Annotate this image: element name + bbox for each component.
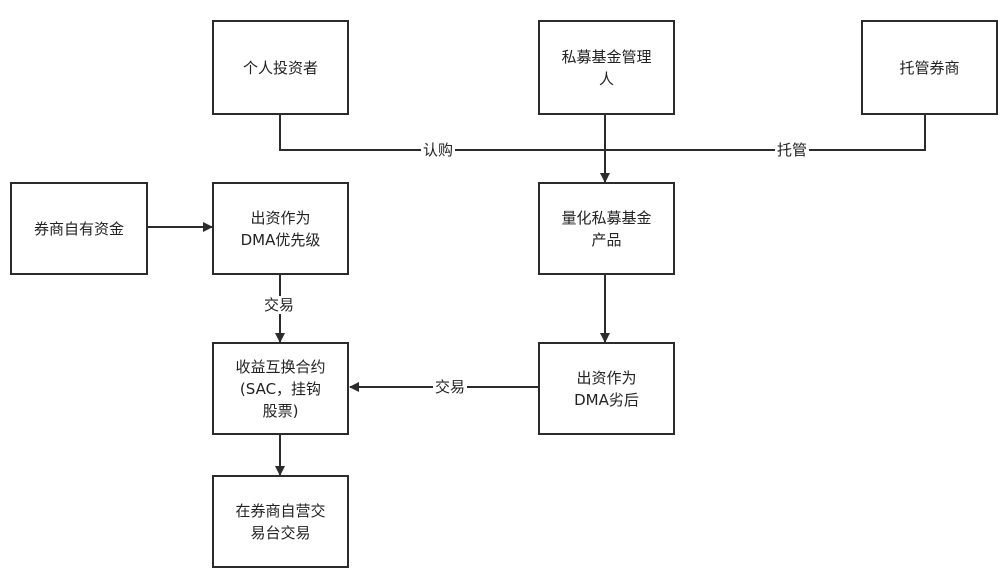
node-broker-trading-desk: 在券商自营交 易台交易 [212,475,349,568]
connector-investor-to-bus [279,115,605,151]
node-sac-contract: 收益互换合约 (SAC，挂钩 股票) [212,342,349,435]
edge-label-custody: 托管 [775,141,810,159]
edge-label-trade-right: 交易 [433,378,468,396]
connector-custodian-to-bus [605,115,926,151]
edge-label-subscribe: 认购 [421,141,456,159]
node-custodian-broker: 托管券商 [861,20,998,115]
node-dma-subordinate: 出资作为 DMA劣后 [538,342,675,435]
node-broker-own-funds: 券商自有资金 [10,182,148,275]
node-quant-private-fund: 量化私募基金 产品 [538,182,675,275]
node-individual-investor: 个人投资者 [212,20,349,115]
node-private-fund-manager: 私募基金管理 人 [538,20,675,115]
node-dma-priority: 出资作为 DMA优先级 [212,182,349,275]
edge-label-trade-left: 交易 [262,296,297,314]
